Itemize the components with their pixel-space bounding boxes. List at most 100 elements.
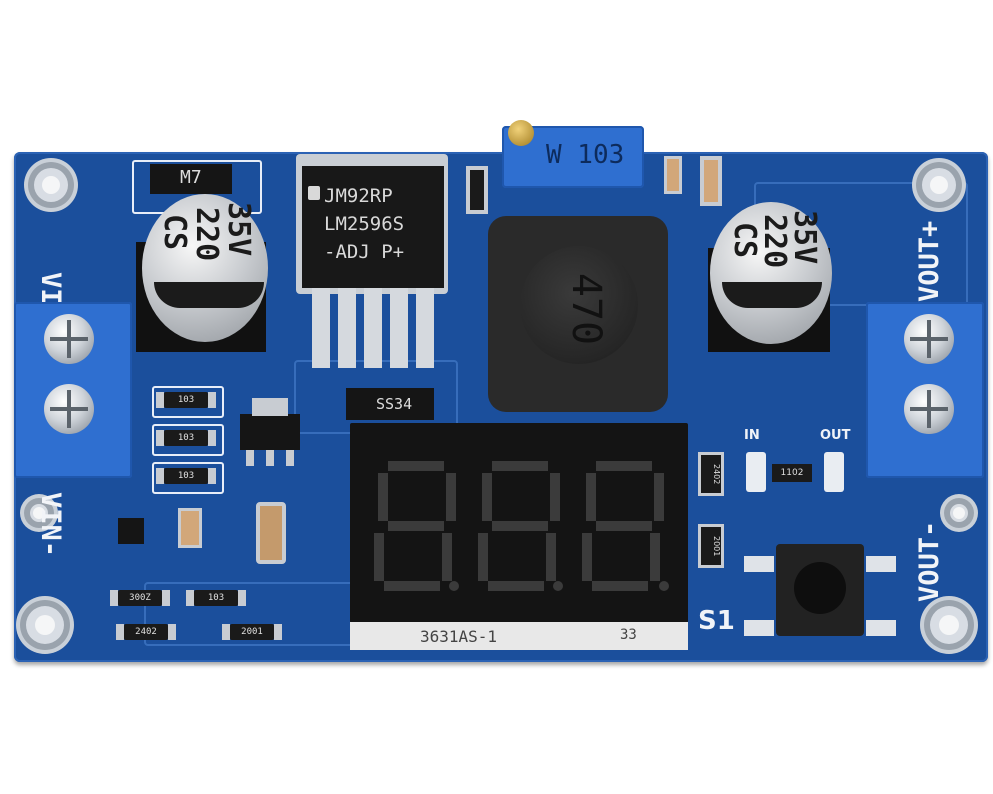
input-terminal-block [14,302,132,478]
push-button-s1[interactable] [776,544,864,636]
segment [596,461,652,471]
segment [478,533,488,581]
smd-capacitor [700,156,722,206]
schottky-diode: SS34 [346,388,434,420]
segment [384,581,440,591]
capacitor-right [710,202,832,344]
lm2596-ic: JM92RP LM2596S -ADJ P+ [302,166,444,288]
output-positive-screw[interactable] [904,314,954,364]
smd-resistor: 103 [186,590,246,606]
mounting-hole [924,600,974,650]
mounting-hole [28,162,74,208]
inductor-label: 470 [563,272,610,346]
segment [378,473,388,521]
silkscreen-outline [152,424,224,456]
power-inductor: 470 [488,216,668,412]
segment [388,521,444,531]
ic-pin [312,288,330,368]
led-out-indicator [824,452,844,492]
smd-resistor: 1102 [772,464,812,482]
capacitor-polarity-band [154,282,264,308]
ic-pin [364,288,382,368]
trimmer-potentiometer[interactable]: W 103 [502,120,644,188]
vout-plus-label: VOUT+ [914,220,945,302]
smd-resistor: 2402 [116,624,176,640]
smd-resistor [466,166,488,214]
smd-resistor: 103 [156,468,216,484]
silkscreen-outline [152,386,224,418]
pcb-board: VIN+ VIN- VOUT+ VOUT- M7 CS 220 35V JM92… [14,120,988,662]
switch-pad [744,556,774,572]
segment [374,533,384,581]
via-pad [944,498,974,528]
capacitor-left [142,194,268,342]
cap-left-brand: CS [157,214,192,251]
schottky-label: SS34 [376,395,413,413]
ic-pin [390,288,408,368]
smd-resistor: 2402 [698,452,724,496]
smd-capacitor [178,508,202,548]
via-pad [24,498,54,528]
smd-resistor: 2001 [222,624,282,640]
decimal-point [659,581,669,591]
switch-label: S1 [698,606,735,636]
capacitor-polarity-band [722,282,822,308]
seven-segment-display [350,423,688,623]
ic-line-2: LM2596S [324,213,405,235]
mounting-hole [20,600,70,650]
segment [482,473,492,521]
display-part-number: 3631AS-1 [420,627,498,646]
diode-m7: M7 [150,164,232,194]
led-in-indicator [746,452,766,492]
smd-resistor: 300Z [110,590,170,606]
ic-pin [416,288,434,368]
display-code: 33 [620,627,637,643]
smd-resistor: 103 [156,392,216,408]
segment [388,461,444,471]
segment [592,581,648,591]
transistor-pin [286,450,294,466]
led-out-label: OUT [820,428,851,443]
ic-pin [338,288,356,368]
led-in-label: IN [744,428,760,443]
vin-minus-label: VIN- [35,492,66,558]
input-negative-screw[interactable] [44,384,94,434]
segment [492,521,548,531]
button-cap[interactable] [794,562,846,614]
smd-transistor [118,518,144,544]
segment [586,473,596,521]
segment [596,521,652,531]
cap-left-value: 220 [189,207,224,262]
transistor-tab [252,398,288,416]
smd-capacitor [256,502,286,564]
vout-minus-label: VOUT- [914,520,945,602]
segment [546,533,556,581]
segment [654,473,664,521]
ic-line-1: JM92RP [324,185,393,207]
inductor-core: 470 [520,246,638,364]
trimmer-screw-icon[interactable] [508,120,534,146]
smd-resistor: 103 [156,430,216,446]
segment [488,581,544,591]
decimal-point [449,581,459,591]
transistor-pin [246,450,254,466]
cap-left-voltage: 35V [221,202,256,257]
diode-label: M7 [180,167,202,188]
switch-pad [866,556,896,572]
segment [550,473,560,521]
display-digits [374,461,669,591]
cap-right-voltage: 35V [787,210,822,265]
cap-right-value: 220 [757,214,792,269]
silkscreen-outline [152,462,224,494]
input-positive-screw[interactable] [44,314,94,364]
switch-pad [744,620,774,636]
output-negative-screw[interactable] [904,384,954,434]
display-part-label: 3631AS-1 33 [350,622,688,650]
pot-label: W 103 [546,140,625,170]
mounting-hole [916,162,962,208]
switch-pad [866,620,896,636]
segment [442,533,452,581]
transistor-pin [266,450,274,466]
ic-line-3: -ADJ P+ [324,241,405,263]
segment [492,461,548,471]
